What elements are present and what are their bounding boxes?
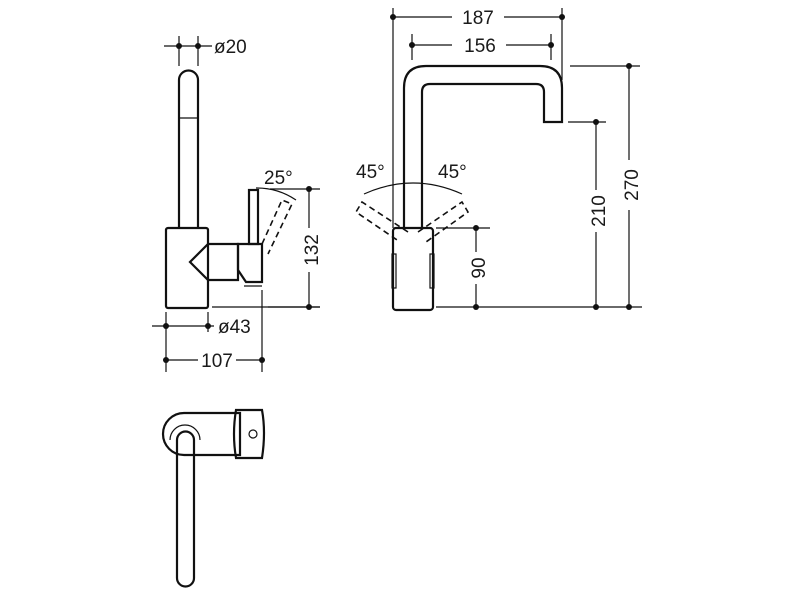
front-handle-left bbox=[354, 200, 409, 243]
label-total-height: 270 bbox=[622, 169, 643, 201]
top-lever-marker bbox=[248, 429, 258, 439]
label-base-diameter: ø43 bbox=[218, 317, 251, 338]
top-spout bbox=[175, 430, 196, 588]
side-spout-pipe bbox=[177, 69, 200, 228]
top-lever bbox=[232, 408, 266, 460]
side-lever-head bbox=[236, 242, 264, 284]
top-view bbox=[161, 408, 266, 588]
label-angle-right: 45° bbox=[438, 162, 467, 183]
side-handle bbox=[247, 188, 260, 246]
label-spout-width: 156 bbox=[464, 36, 496, 57]
front-handle-right bbox=[417, 200, 470, 243]
label-lever-angle: 25° bbox=[264, 168, 293, 189]
front-angle-arc bbox=[363, 182, 463, 195]
label-body-height: 90 bbox=[469, 257, 490, 278]
side-handle-rotated bbox=[261, 198, 294, 255]
front-body bbox=[391, 226, 435, 312]
label-side-depth: 107 bbox=[201, 351, 233, 372]
side-body bbox=[164, 226, 210, 310]
front-view: 187 156 45° 45° 90 210 270 bbox=[212, 8, 643, 312]
top-body bbox=[161, 411, 242, 457]
label-side-height: 132 bbox=[302, 234, 323, 266]
label-outlet-height: 210 bbox=[589, 195, 610, 227]
label-reach: 187 bbox=[462, 8, 494, 29]
side-view: ø20 25° 132 ø43 107 bbox=[152, 36, 323, 372]
label-angle-left: 45° bbox=[356, 162, 385, 183]
front-spout bbox=[402, 64, 564, 228]
side-angle-arc bbox=[255, 187, 297, 201]
side-lever-base bbox=[188, 242, 240, 282]
label-pipe-diameter: ø20 bbox=[214, 37, 247, 58]
